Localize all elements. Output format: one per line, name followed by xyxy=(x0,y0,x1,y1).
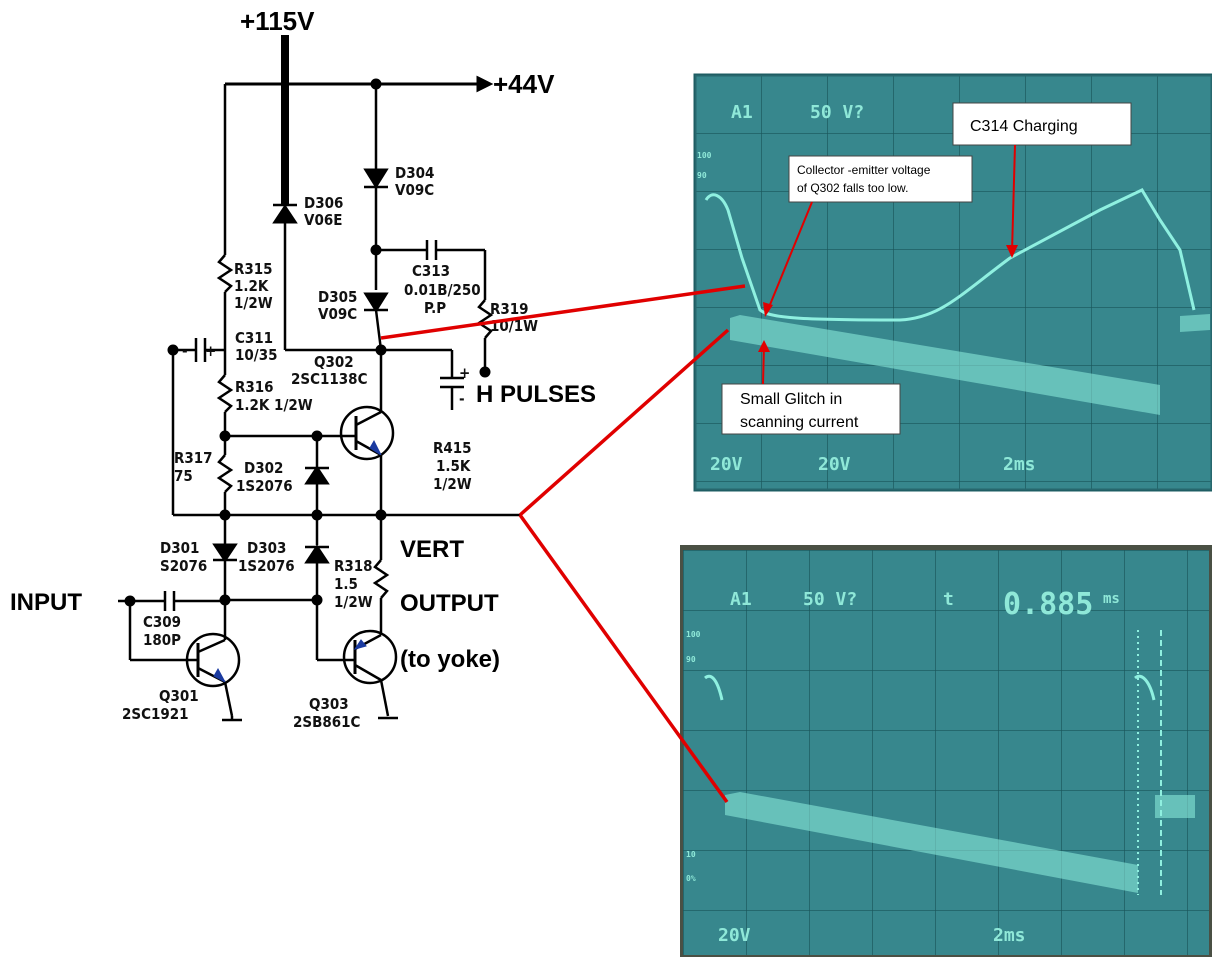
d302-name: D302 xyxy=(244,459,283,477)
c314-plus: + xyxy=(459,364,470,382)
callout-collector-line1: Collector -emitter voltage xyxy=(797,163,931,177)
scope-bottom-marker-100: 100 xyxy=(686,630,701,639)
scope-top-voltage-trace xyxy=(704,188,1196,322)
scope-bottom-voltage-trace xyxy=(704,674,724,701)
r415-name: R415 xyxy=(433,439,472,457)
c311-value: 10/35 xyxy=(235,346,278,364)
r316-value: 1.2K 1/2W xyxy=(235,396,313,414)
c311-plus: + xyxy=(205,342,216,360)
r318-name: R318 xyxy=(334,557,373,575)
c313-value: 0.01B/250 xyxy=(404,281,481,299)
d301-name: D301 xyxy=(160,539,199,557)
scope-bottom-delta-unit: ms xyxy=(1103,591,1120,607)
r315-value: 1.2K xyxy=(234,277,269,295)
d303-name: D303 xyxy=(247,539,286,557)
c311-minus: - xyxy=(182,342,188,360)
q302-part: 2SC1138C xyxy=(291,370,368,388)
callout-glitch-line2: scanning current xyxy=(740,414,859,431)
r319-name: R319 xyxy=(490,300,529,318)
d305-part: V09C xyxy=(318,305,357,323)
scope-bottom-marker-0: 0% xyxy=(686,874,696,883)
scope-top-callouts: C314 Charging Collector -emitter voltage… xyxy=(721,102,1132,435)
q303-name: Q303 xyxy=(309,695,349,713)
vert-label: VERT xyxy=(400,536,464,563)
scope-top-channel: A1 xyxy=(731,102,753,123)
scope-bottom: A1 50 V? t 0.885 ms 100 90 10 0% 20V 2ms xyxy=(680,545,1212,957)
scope-top-current-band xyxy=(730,315,1160,415)
scope-bottom-delta-symbol: t xyxy=(943,589,954,610)
scope-bottom-marker-90: 90 xyxy=(686,655,696,664)
scope-bottom-marker-10: 10 xyxy=(686,850,696,859)
d303-part: 1S2076 xyxy=(238,557,295,575)
scope-top-volts: 50 V? xyxy=(810,102,864,123)
r316-name: R316 xyxy=(235,378,274,396)
scope-bottom-voltage-retrace xyxy=(1134,674,1156,701)
h-pulses-label: H PULSES xyxy=(476,381,596,408)
scope-top-marker-90: 90 xyxy=(697,171,707,180)
q302-name: Q302 xyxy=(314,353,354,371)
d304-name: D304 xyxy=(395,164,434,182)
output-label: OUTPUT xyxy=(400,590,499,617)
q301-name: Q301 xyxy=(159,687,199,705)
schematic xyxy=(118,35,520,722)
input-label: INPUT xyxy=(10,589,82,616)
c309-value: 180P xyxy=(143,631,181,649)
d301-part: S2076 xyxy=(160,557,207,575)
r315-power: 1/2W xyxy=(234,294,273,312)
scope-bottom-ch1-scale: 20V xyxy=(718,925,751,946)
c309-name: C309 xyxy=(143,613,181,631)
scope-bottom-delta-value: 0.885 xyxy=(1003,587,1093,622)
r317-name: R317 xyxy=(174,449,213,467)
c313-name: C313 xyxy=(412,262,450,280)
scope-bottom-current-band xyxy=(725,792,1138,893)
r415-value: 1.5K xyxy=(436,457,471,475)
c311-name: C311 xyxy=(235,329,273,347)
annotation-connectors xyxy=(380,284,746,804)
c314-minus: - xyxy=(459,390,465,408)
d304-part: V09C xyxy=(395,181,434,199)
scope-top-marker-100: 100 xyxy=(697,151,712,160)
scope-top-timebase: 2ms xyxy=(1003,454,1036,475)
d306-name: D306 xyxy=(304,194,343,212)
c313-type: P.P xyxy=(424,299,446,317)
scope-bottom-timebase: 2ms xyxy=(993,925,1026,946)
component-labels: D306 V06E D304 V09C D305 V09C C313 0.01B… xyxy=(122,164,538,731)
r318-power: 1/2W xyxy=(334,593,373,611)
d302-part: 1S2076 xyxy=(236,477,293,495)
to-yoke-label: (to yoke) xyxy=(400,646,500,673)
q301-part: 2SC1921 xyxy=(122,705,189,723)
r415-power: 1/2W xyxy=(433,475,472,493)
scope-top-current-tail xyxy=(1180,314,1210,332)
callout-c314-charging: C314 Charging xyxy=(970,118,1078,135)
callout-collector-line2: of Q302 falls too low. xyxy=(797,181,908,195)
scope-bottom-volts: 50 V? xyxy=(803,589,857,610)
r317-value: 75 xyxy=(174,467,193,485)
r318-value: 1.5 xyxy=(334,575,358,593)
d306-part: V06E xyxy=(304,211,342,229)
scope-top-ch2-scale: 20V xyxy=(818,454,851,475)
r315-name: R315 xyxy=(234,260,273,278)
supply-115v-label: +115V xyxy=(240,6,315,36)
d305-name: D305 xyxy=(318,288,357,306)
scope-bottom-channel: A1 xyxy=(730,589,752,610)
scope-top-ch1-scale: 20V xyxy=(710,454,743,475)
supply-44v-label: +44V xyxy=(493,69,555,99)
callout-glitch-line1: Small Glitch in xyxy=(740,391,842,408)
scope-bottom-current-tail xyxy=(1155,795,1195,818)
q303-part: 2SB861C xyxy=(293,713,361,731)
